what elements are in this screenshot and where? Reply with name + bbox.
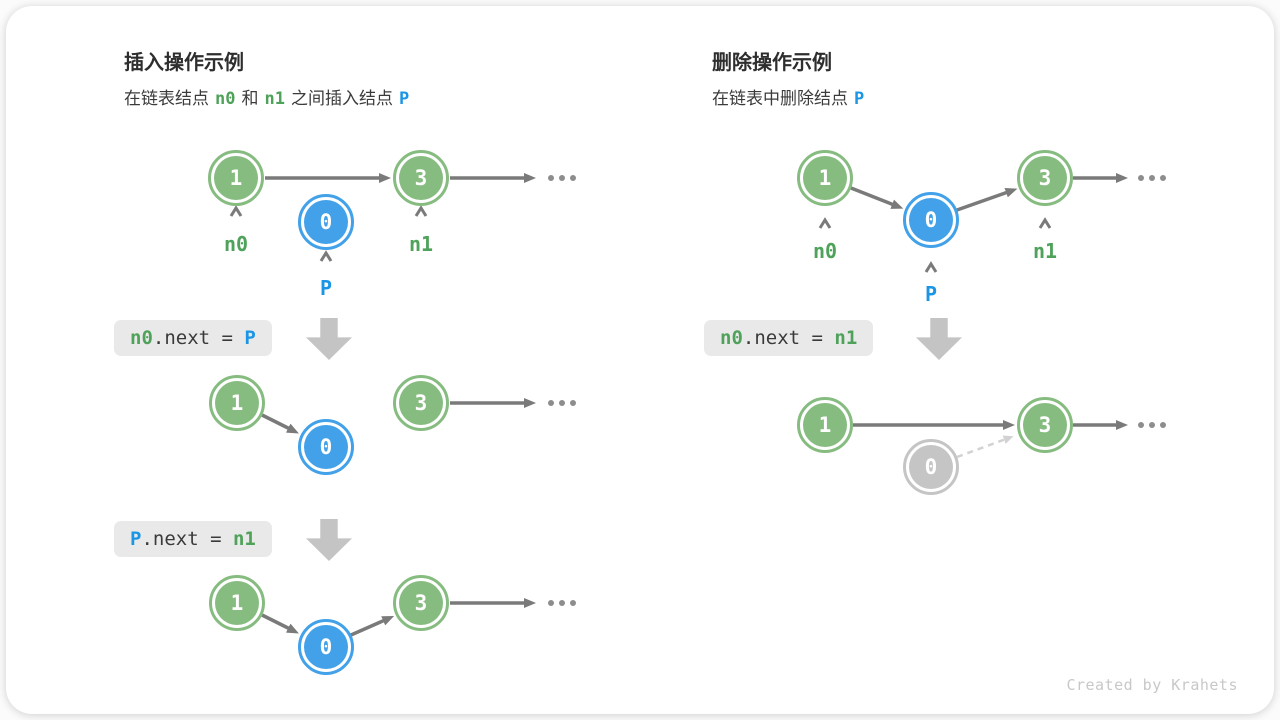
code-lhs: n0 [130, 327, 153, 349]
node-p: 0 [298, 194, 354, 250]
node-3: 3 [393, 150, 449, 206]
down-arrow-icon [306, 318, 352, 360]
node-value: 0 [304, 625, 348, 669]
node-value: 3 [399, 581, 443, 625]
node-p-removed: 0 [903, 439, 959, 495]
token-p: P [398, 89, 410, 109]
node-p: 0 [298, 419, 354, 475]
arrow-delete1-n0-to-p [850, 186, 904, 209]
delete-subtitle-text: 在链表中删除结点 [712, 89, 848, 108]
caret-up-icon [229, 205, 243, 217]
insert-subtitle-post: 之间插入结点 [290, 89, 393, 108]
token-p: P [854, 89, 865, 109]
code-chip-delete-step1: n0.next = n1 [704, 320, 874, 356]
ellipsis-dots [548, 175, 576, 181]
insert-subtitle-text: 在链表结点 [124, 89, 209, 108]
label-n0: n0 [223, 232, 249, 256]
node-value: 0 [909, 198, 953, 242]
node-1: 1 [209, 575, 265, 631]
node-1: 1 [797, 397, 853, 453]
label-n1: n1 [1032, 239, 1058, 263]
label-p: P [319, 276, 333, 300]
code-mid: .next = [141, 528, 233, 550]
node-3: 3 [1017, 150, 1073, 206]
arrow-insert2-n0-to-p [261, 413, 299, 434]
arrow-insert3-n0-to-p [261, 613, 299, 634]
node-value: 1 [215, 381, 259, 425]
ellipsis-dots [1138, 175, 1166, 181]
ellipsis-dots [548, 600, 576, 606]
node-1: 1 [209, 375, 265, 431]
ellipsis-dots [1138, 422, 1166, 428]
node-value: 3 [1023, 156, 1067, 200]
label-p: P [924, 282, 938, 306]
label-n1: n1 [408, 232, 434, 256]
delete-subtitle: 在链表中删除结点 P [712, 84, 870, 109]
node-value: 0 [909, 445, 953, 489]
caret-up-icon [1038, 217, 1052, 229]
node-p: 0 [903, 192, 959, 248]
node-3: 3 [1017, 397, 1073, 453]
arrow-insert3-p-to-n1 [350, 615, 395, 637]
node-1: 1 [208, 150, 264, 206]
label-n0: n0 [812, 239, 838, 263]
down-arrow-icon [306, 519, 352, 561]
caret-up-icon [319, 250, 333, 262]
node-value: 1 [803, 403, 847, 447]
code-mid: .next = [742, 327, 835, 349]
arrow-delete2-p-dashed [956, 435, 1014, 459]
code-chip-insert-step2: P.next = n1 [114, 521, 272, 557]
node-value: 3 [1023, 403, 1067, 447]
code-rhs: n1 [232, 528, 256, 550]
ellipsis-dots [548, 400, 576, 406]
code-mid: .next = [152, 327, 245, 349]
insert-title: 插入操作示例 [124, 52, 244, 74]
code-lhs: P [130, 528, 142, 550]
node-value: 3 [399, 156, 443, 200]
node-value: 1 [214, 156, 258, 200]
node-value: 0 [304, 200, 348, 244]
node-value: 1 [803, 156, 847, 200]
code-chip-insert-step1: n0.next = P [114, 320, 272, 356]
caret-up-icon [414, 205, 428, 217]
insert-subtitle-and: 和 [241, 89, 259, 108]
node-p: 0 [298, 619, 354, 675]
code-rhs: n1 [834, 327, 858, 349]
node-1: 1 [797, 150, 853, 206]
insert-subtitle: 在链表结点 n0 和 n1 之间插入结点 P [124, 84, 415, 109]
token-n1: n1 [264, 89, 285, 109]
token-n0: n0 [215, 89, 236, 109]
credit-text: Created by Krahets [1066, 676, 1238, 694]
arrow-delete1-p-to-n1 [956, 187, 1018, 212]
caret-up-icon [924, 261, 938, 273]
node-3: 3 [393, 575, 449, 631]
code-rhs: P [244, 327, 256, 349]
node-3: 3 [393, 375, 449, 431]
node-value: 1 [215, 581, 259, 625]
node-value: 0 [304, 425, 348, 469]
node-value: 3 [399, 381, 443, 425]
down-arrow-icon [916, 318, 962, 360]
caret-up-icon [818, 217, 832, 229]
delete-title: 删除操作示例 [712, 52, 832, 74]
code-lhs: n0 [720, 327, 743, 349]
